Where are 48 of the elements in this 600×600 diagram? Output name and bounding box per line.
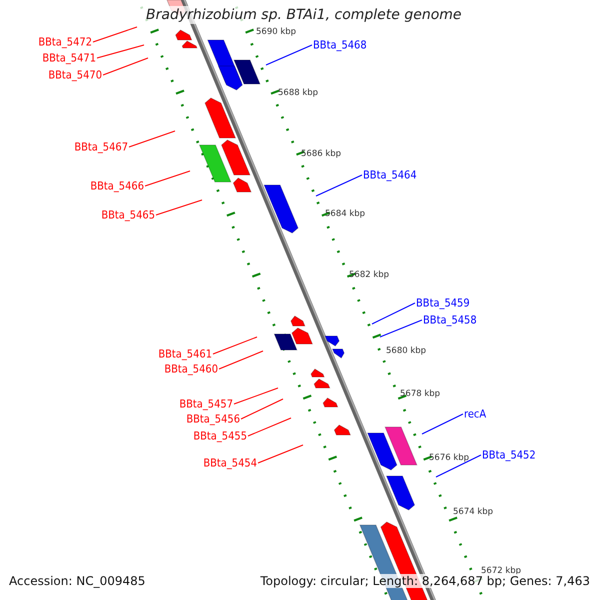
leader-line	[436, 454, 482, 478]
footer-text: Topology: circular; Length: 8,264,687 bp; Genes: 7,463	[258, 574, 592, 588]
position-label: 5682 kbp	[349, 270, 390, 280]
gene-label: BBta_5457	[179, 398, 233, 410]
gene-label: BBta_5460	[164, 362, 218, 376]
gene-label: BBta_5472	[38, 36, 92, 48]
leader-line	[258, 444, 304, 464]
footer-text: Accession: NC_009485	[7, 574, 148, 588]
gene-label: BBta_5468	[313, 38, 367, 52]
gene-label: BBta_5467	[74, 140, 128, 154]
position-label: 5688 kbp	[278, 88, 318, 98]
leader-line	[316, 174, 362, 196]
gene-label: BBta_5452	[482, 448, 536, 462]
gene-label: BBta_5454	[203, 456, 257, 470]
gene-label: BBta_5455	[193, 430, 247, 442]
gene-label: BBta_5459	[416, 296, 470, 310]
position-label: 5686 kbp	[301, 149, 342, 159]
leader-line	[218, 350, 264, 370]
leader-line	[102, 58, 148, 76]
leader-line	[92, 26, 138, 42]
leader-line	[422, 414, 464, 434]
leader-line	[372, 302, 416, 324]
leader-line	[240, 398, 284, 420]
leader-line	[248, 418, 292, 436]
gene-label: BBta_5470	[48, 68, 102, 82]
position-label: 5690 kbp	[256, 27, 296, 37]
gene-label: BBta_5464	[363, 168, 417, 182]
gene-label: BBta_5458	[423, 314, 477, 326]
leader-line	[266, 44, 312, 66]
gene-label: BBta_5456	[186, 412, 240, 426]
leader-line	[128, 130, 176, 148]
gene-label: BBta_5461	[158, 348, 212, 360]
gene-label: recA	[464, 408, 486, 420]
position-label: 5678 kbp	[400, 389, 440, 399]
position-label: 5676 kbp	[429, 453, 470, 463]
position-label: 5680 kbp	[386, 346, 426, 356]
leader-line	[156, 200, 202, 216]
leader-line	[212, 336, 258, 354]
gene-label: BBta_5471	[42, 52, 96, 64]
leader-line	[234, 388, 278, 404]
leader-line	[144, 170, 190, 186]
gene-label: BBta_5465	[101, 208, 155, 222]
position-label: 5672 kbp	[481, 566, 522, 576]
position-label: 5674 kbp	[453, 507, 494, 517]
gene-label: BBta_5466	[90, 180, 144, 192]
position-label: 5684 kbp	[325, 209, 366, 219]
leader-line	[96, 44, 144, 58]
leader-line	[380, 320, 422, 338]
